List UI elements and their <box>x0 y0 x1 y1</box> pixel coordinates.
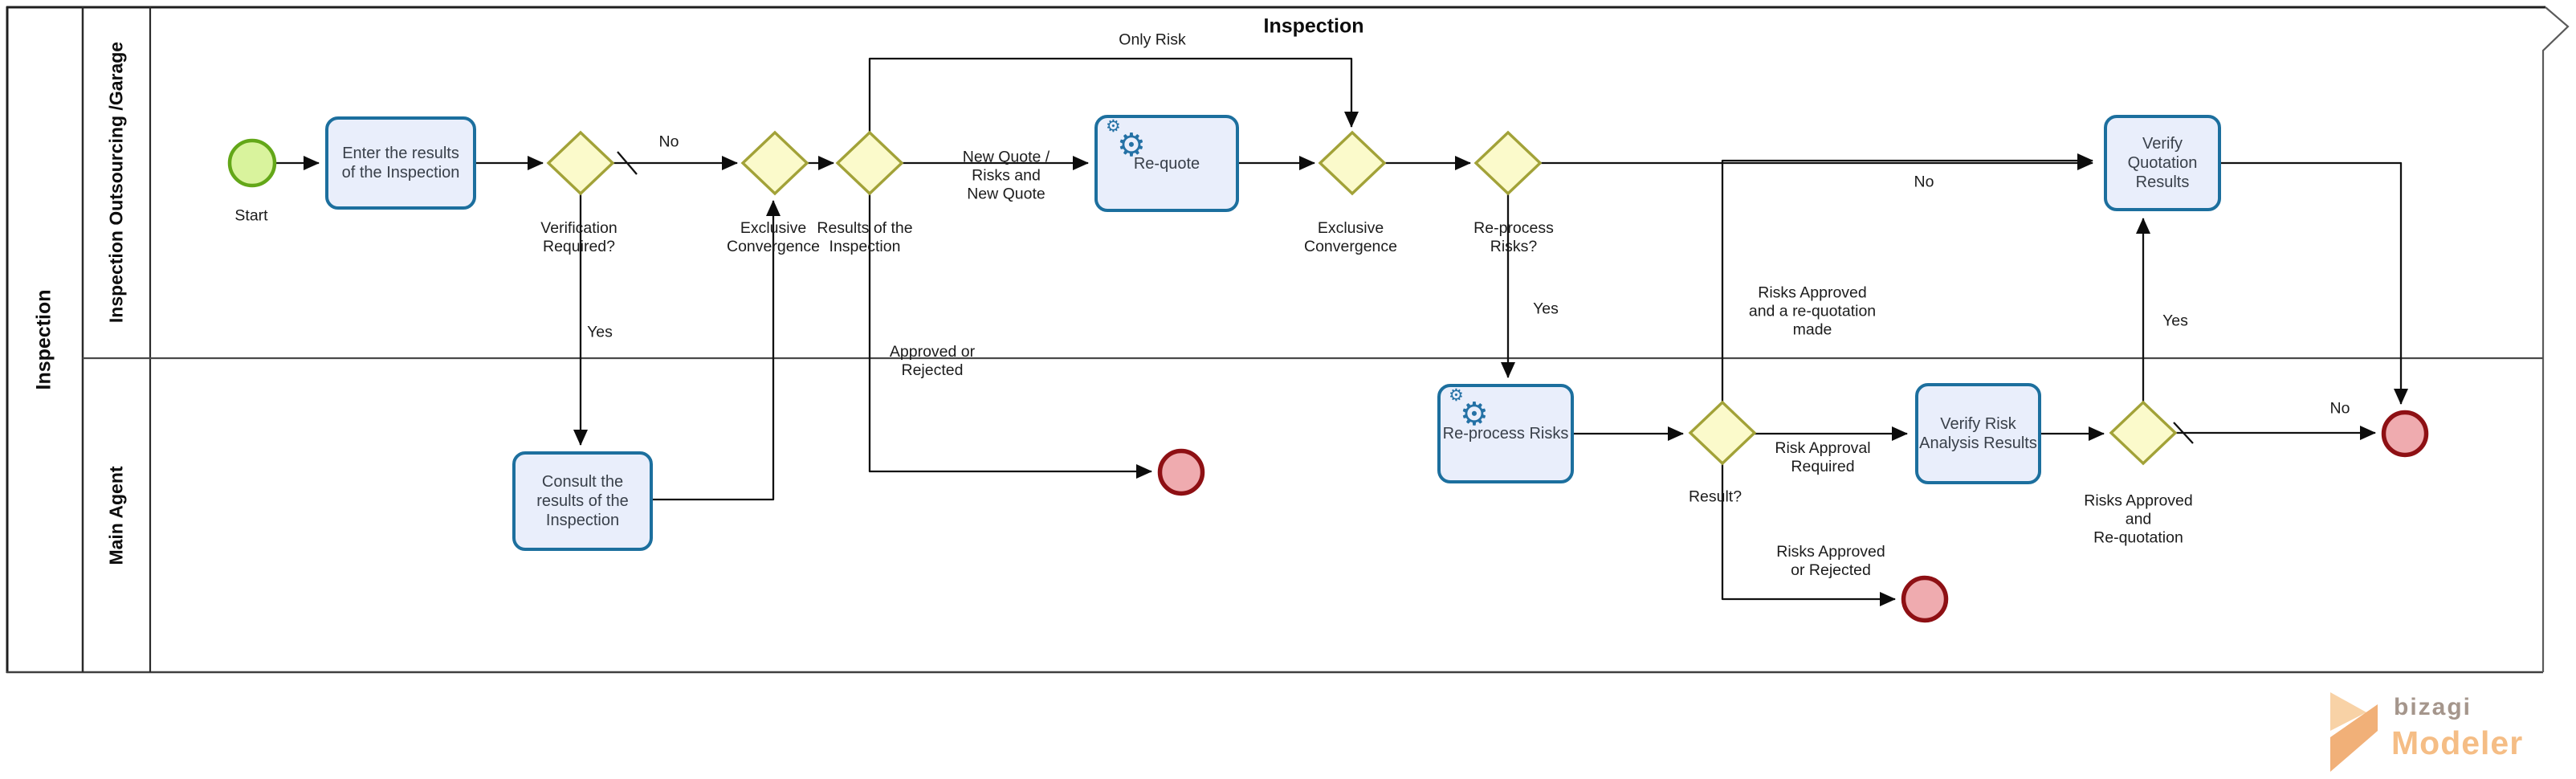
flow-label-yes-approval: Yes <box>2162 312 2188 330</box>
flow-label-no-reprocess: No <box>1914 173 1934 191</box>
verify-risk-task[interactable]: Verify Risk Analysis Results <box>1915 383 2041 484</box>
result-gateway[interactable] <box>1688 400 1757 466</box>
start-event-label: Start <box>234 206 268 225</box>
bizagi-logo-text: bizagi <box>2394 694 2472 720</box>
flow-label-yes-verification: Yes <box>587 323 613 341</box>
diagram-title: Inspection <box>1263 14 1364 38</box>
flow-consult-to-convergence1[interactable] <box>653 200 781 501</box>
default-flow-slash <box>617 151 638 175</box>
task-label: Re-process Risks <box>1442 425 1569 443</box>
reprocess-risks-task[interactable]: ⚙⚙ Re-process Risks <box>1437 384 1574 483</box>
verification-gateway[interactable] <box>546 130 615 196</box>
lane-label-inspection-outsourcing[interactable]: Inspection Outsourcing /Garage <box>105 41 127 324</box>
convergence2-gateway[interactable] <box>1318 130 1387 196</box>
task-label: Re-quote <box>1133 154 1200 173</box>
gateway-label-result: Result? <box>1688 487 1742 506</box>
bizagi-logo-icon <box>2330 704 2378 772</box>
flow-verify-quotation-to-end[interactable] <box>2220 161 2408 405</box>
gateway-label-results: Results of the Inspection <box>817 219 913 255</box>
flow-label-no-approval: No <box>2329 399 2350 418</box>
task-label: Consult the results of the Inspection <box>536 473 629 529</box>
convergence1-gateway[interactable] <box>740 130 809 196</box>
consult-results-task[interactable]: Consult the results of the Inspection <box>512 451 653 551</box>
end-event-risks-approved-rejected[interactable] <box>1901 575 1949 623</box>
enter-results-task[interactable]: Enter the results of the Inspection <box>325 116 476 210</box>
page-fold-edge <box>2541 6 2570 672</box>
modeler-logo-text: Modeler <box>2391 724 2524 761</box>
flow-label-new-quote: New Quote / Risks and New Quote <box>962 148 1050 203</box>
gateway-label-verification: Verification Required? <box>540 219 618 255</box>
requote-task[interactable]: ⚙⚙ Re-quote <box>1094 115 1239 212</box>
flow-risks-approved-requotation-made[interactable] <box>1721 153 2093 403</box>
flow-only-risk[interactable] <box>868 57 1359 133</box>
task-label: Verify Risk Analysis Results <box>1919 415 2037 452</box>
gateway-label-approval: Risks Approved and Re-quotation <box>2084 491 2193 547</box>
flow-approved-or-rejected[interactable] <box>868 194 1152 479</box>
task-label: Verify Quotation Results <box>2127 135 2198 191</box>
results-gateway[interactable] <box>835 130 904 196</box>
flow-label-risk-approval-required: Risk Approval Required <box>1775 439 1871 475</box>
flow-label-yes-reprocess: Yes <box>1533 300 1559 318</box>
end-event-approved-rejected[interactable] <box>1157 448 1205 496</box>
reprocess-gateway[interactable] <box>1473 130 1543 196</box>
start-event[interactable] <box>227 138 277 188</box>
flow-risks-approved-or-rejected[interactable] <box>1721 463 1896 606</box>
pool-label[interactable]: Inspection <box>32 289 55 390</box>
default-flow-slash <box>2173 422 2194 444</box>
gateway-label-reprocess: Re-process Risks? <box>1473 219 1554 255</box>
gateway-label-convergence2: Exclusive Convergence <box>1304 219 1397 255</box>
gateway-label-convergence1: Exclusive Convergence <box>727 219 820 255</box>
end-event-final[interactable] <box>2381 410 2429 458</box>
task-label: Enter the results of the Inspection <box>341 145 460 181</box>
approval-gateway[interactable] <box>2109 400 2178 466</box>
flow-label-approved-or-rejected: Approved or Rejected <box>889 343 976 379</box>
flow-label-only-risk: Only Risk <box>1119 31 1186 49</box>
bizagi-logo-icon <box>2330 692 2366 731</box>
lane-label-main-agent[interactable]: Main Agent <box>105 466 127 565</box>
verify-quotation-task[interactable]: Verify Quotation Results <box>2104 115 2221 211</box>
flow-label-risks-approved-requotation-made: Risks Approved and a re-quotation made <box>1748 283 1877 339</box>
flow-label-no-verification: No <box>658 133 679 151</box>
flow-label-risks-approved-or-rejected: Risks Approved or Rejected <box>1776 543 1885 579</box>
